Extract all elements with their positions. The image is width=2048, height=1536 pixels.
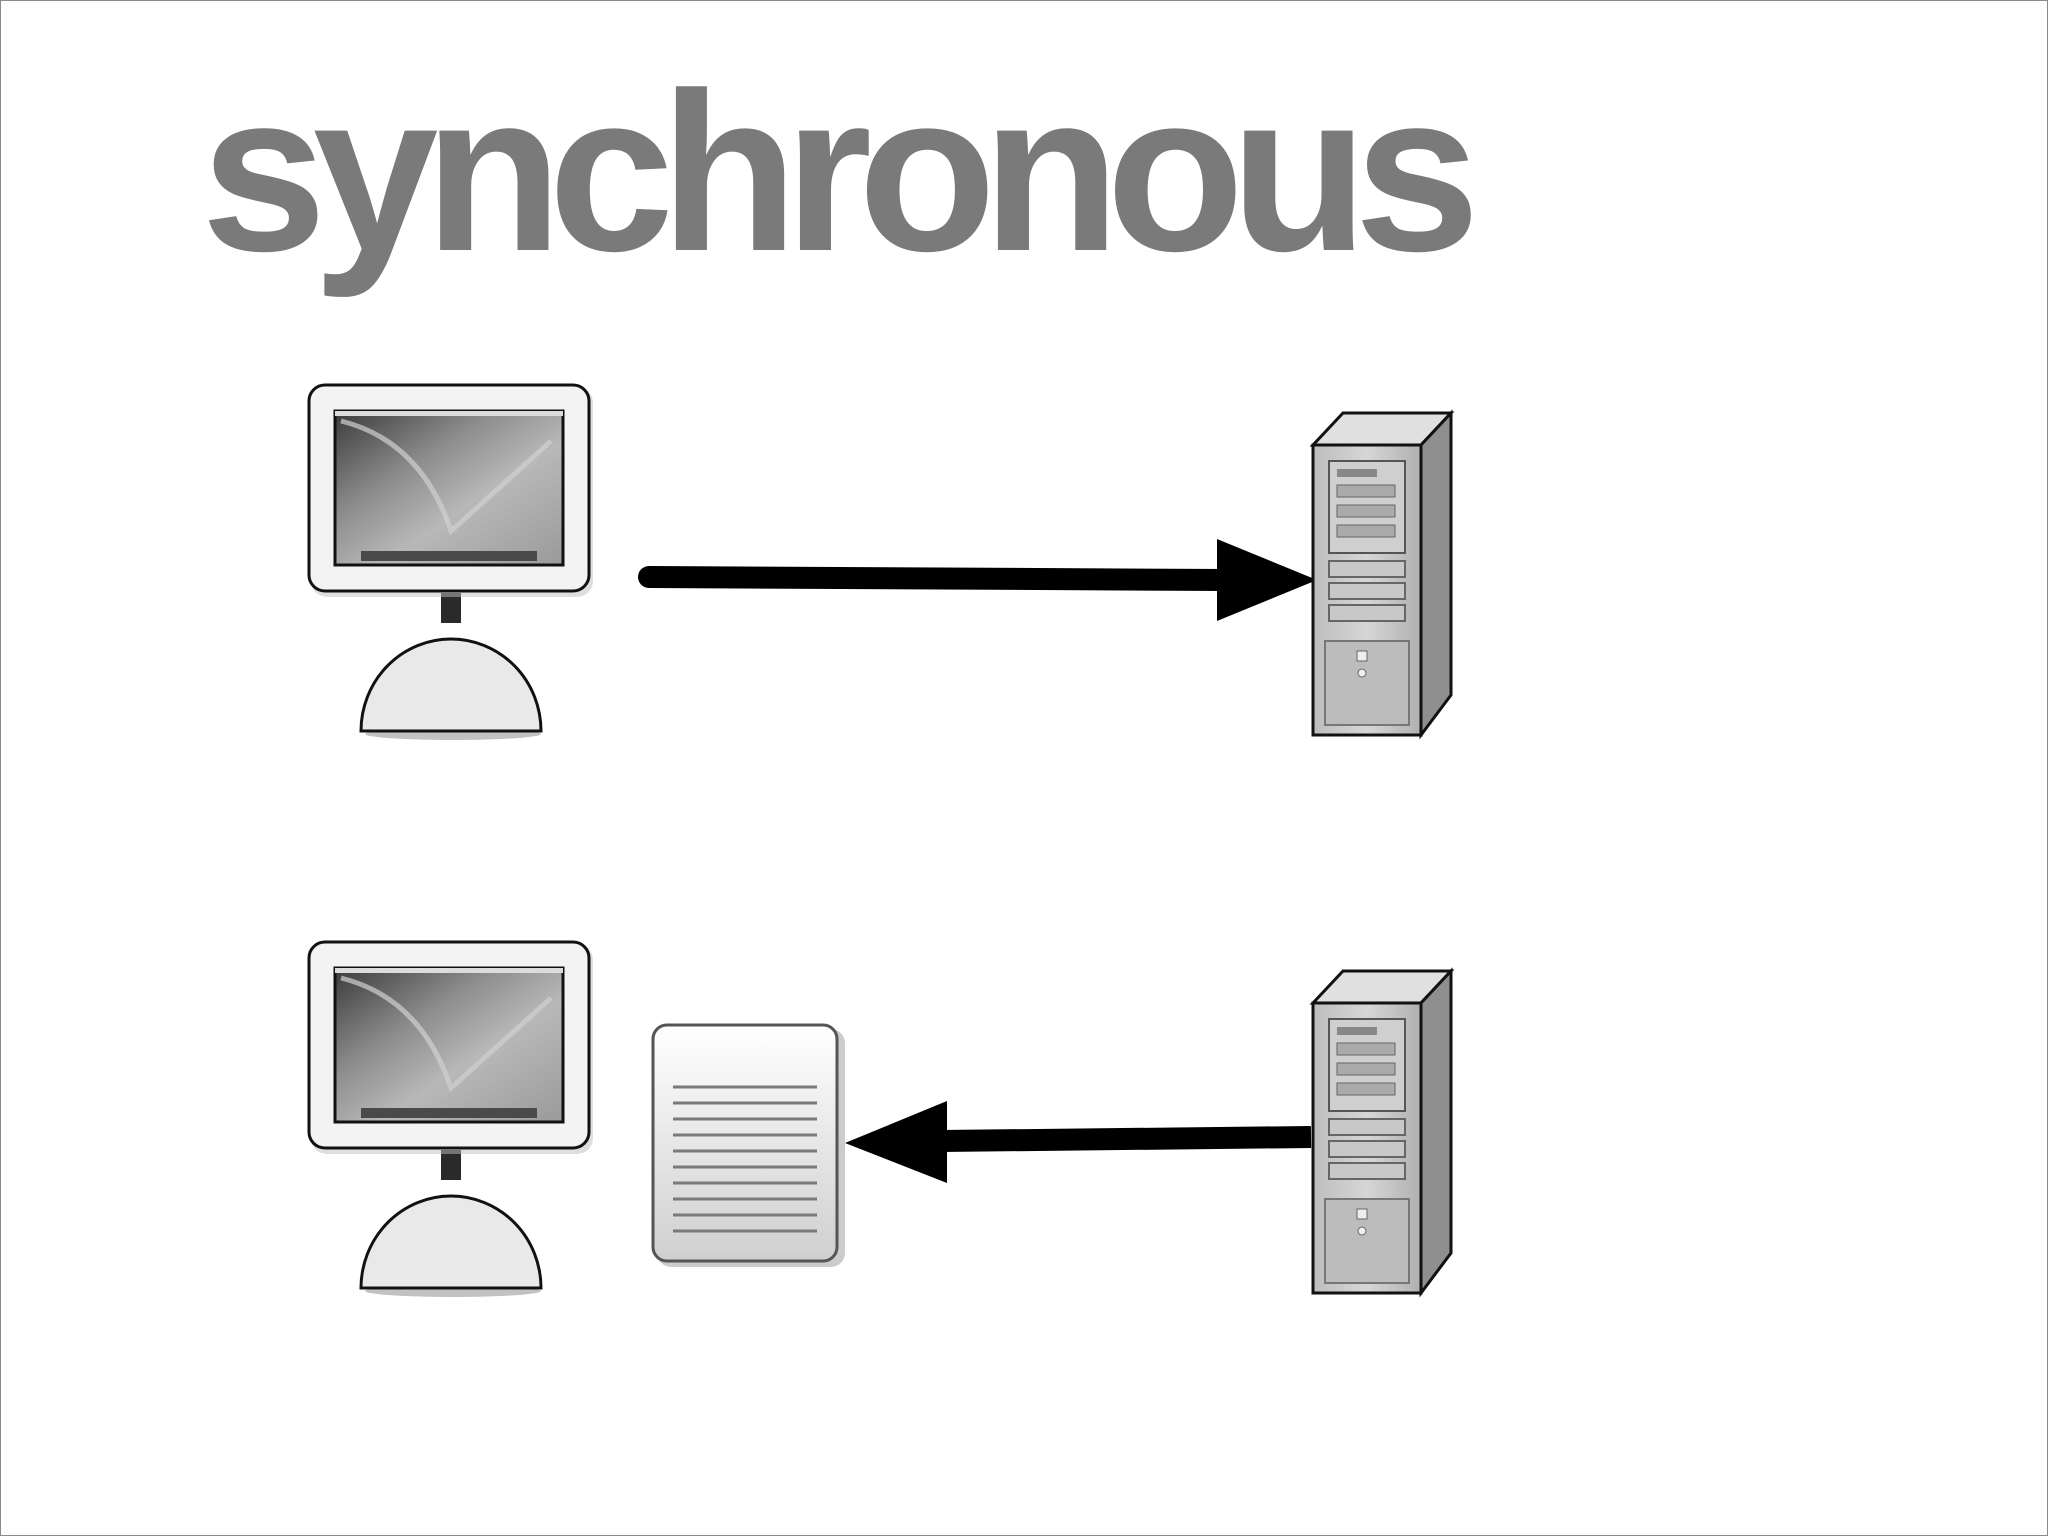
document-icon: [649, 1021, 849, 1271]
arrow-left-icon: [841, 1095, 1321, 1195]
slide-title: synchronous: [201, 59, 1466, 285]
server-tower-icon: [1301, 963, 1461, 1303]
desktop-computer-icon: [301, 938, 601, 1318]
desktop-computer-icon: [301, 381, 601, 761]
server-tower-icon: [1301, 405, 1461, 745]
arrow-right-icon: [637, 531, 1327, 631]
